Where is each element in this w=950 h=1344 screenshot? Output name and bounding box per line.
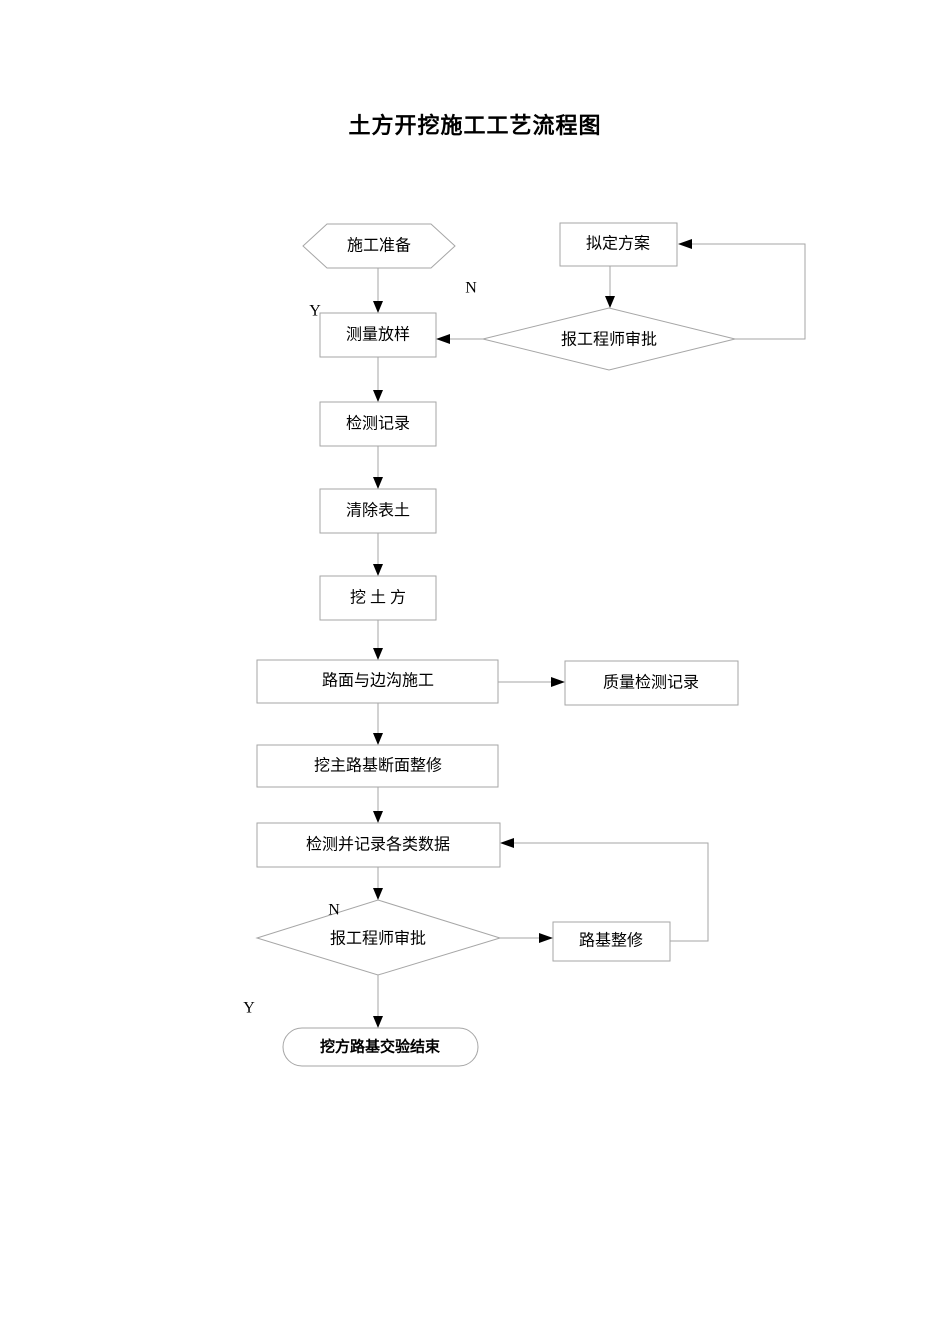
node-approve2[interactable]: 报工程师审批 <box>255 899 502 976</box>
node-excavate[interactable]: 挖 土 方 <box>319 575 437 621</box>
node-plan-label: 拟定方案 <box>586 235 650 253</box>
connector-subgrade-to-datarecord <box>373 787 383 823</box>
connector-approve1-loop-to-plan <box>678 239 806 340</box>
node-clear-label: 清除表土 <box>346 502 410 520</box>
connector-record-to-clear <box>373 446 383 489</box>
connector-prep-to-survey <box>373 268 383 313</box>
node-data-record-label: 检测并记录各类数据 <box>306 836 450 854</box>
node-record-label: 检测记录 <box>346 415 410 433</box>
connector-clear-to-excavate <box>373 533 383 576</box>
node-survey[interactable]: 测量放样 <box>319 312 437 358</box>
node-subgrade-label: 挖主路基断面整修 <box>314 757 442 775</box>
node-quality-label: 质量检测记录 <box>603 674 699 692</box>
node-end-label: 挖方路基交验结束 <box>320 1037 441 1055</box>
connector-datarecord-to-approve2 <box>373 867 383 900</box>
page-title: 土方开挖施工工艺流程图 <box>348 113 602 138</box>
connector-approve2-to-repair <box>500 933 553 943</box>
node-approve2-label: 报工程师审批 <box>330 930 426 948</box>
node-repair-label: 路基整修 <box>579 932 643 950</box>
branch-label-approve2-no: N <box>328 902 340 919</box>
node-clear[interactable]: 清除表土 <box>319 488 437 534</box>
node-record[interactable]: 检测记录 <box>319 401 437 447</box>
connector-roadditch-to-subgrade <box>373 703 383 745</box>
connector-plan-to-approve1 <box>605 266 615 308</box>
node-approve1[interactable]: 报工程师审批 <box>482 307 736 371</box>
node-road-ditch-label: 路面与边沟施工 <box>322 672 434 690</box>
connector-approve2-yes-to-end <box>373 975 383 1028</box>
connector-approve1-no-to-survey <box>436 334 483 344</box>
node-excavate-label: 挖 土 方 <box>350 589 406 607</box>
node-repair[interactable]: 路基整修 <box>552 921 671 962</box>
node-plan[interactable]: 拟定方案 <box>559 222 678 267</box>
connector-roadditch-to-quality <box>498 677 565 687</box>
connector-survey-to-record <box>373 357 383 402</box>
branch-label-approve1-no: N <box>465 280 477 297</box>
node-quality[interactable]: 质量检测记录 <box>564 660 739 706</box>
node-prep[interactable]: 施工准备 <box>302 223 456 269</box>
node-survey-label: 测量放样 <box>346 326 410 344</box>
node-data-record[interactable]: 检测并记录各类数据 <box>256 822 501 868</box>
node-prep-label: 施工准备 <box>347 237 411 255</box>
node-end[interactable]: 挖方路基交验结束 <box>282 1027 479 1067</box>
connector-excavate-to-roadditch <box>373 620 383 660</box>
branch-label-approve2-yes: Y <box>243 1000 255 1017</box>
node-road-ditch[interactable]: 路面与边沟施工 <box>256 659 499 704</box>
node-subgrade[interactable]: 挖主路基断面整修 <box>256 744 499 788</box>
node-approve1-label: 报工程师审批 <box>561 331 657 349</box>
connector-repair-loop-to-datarecord <box>500 838 709 942</box>
branch-label-approve1-yes: Y <box>309 303 321 320</box>
